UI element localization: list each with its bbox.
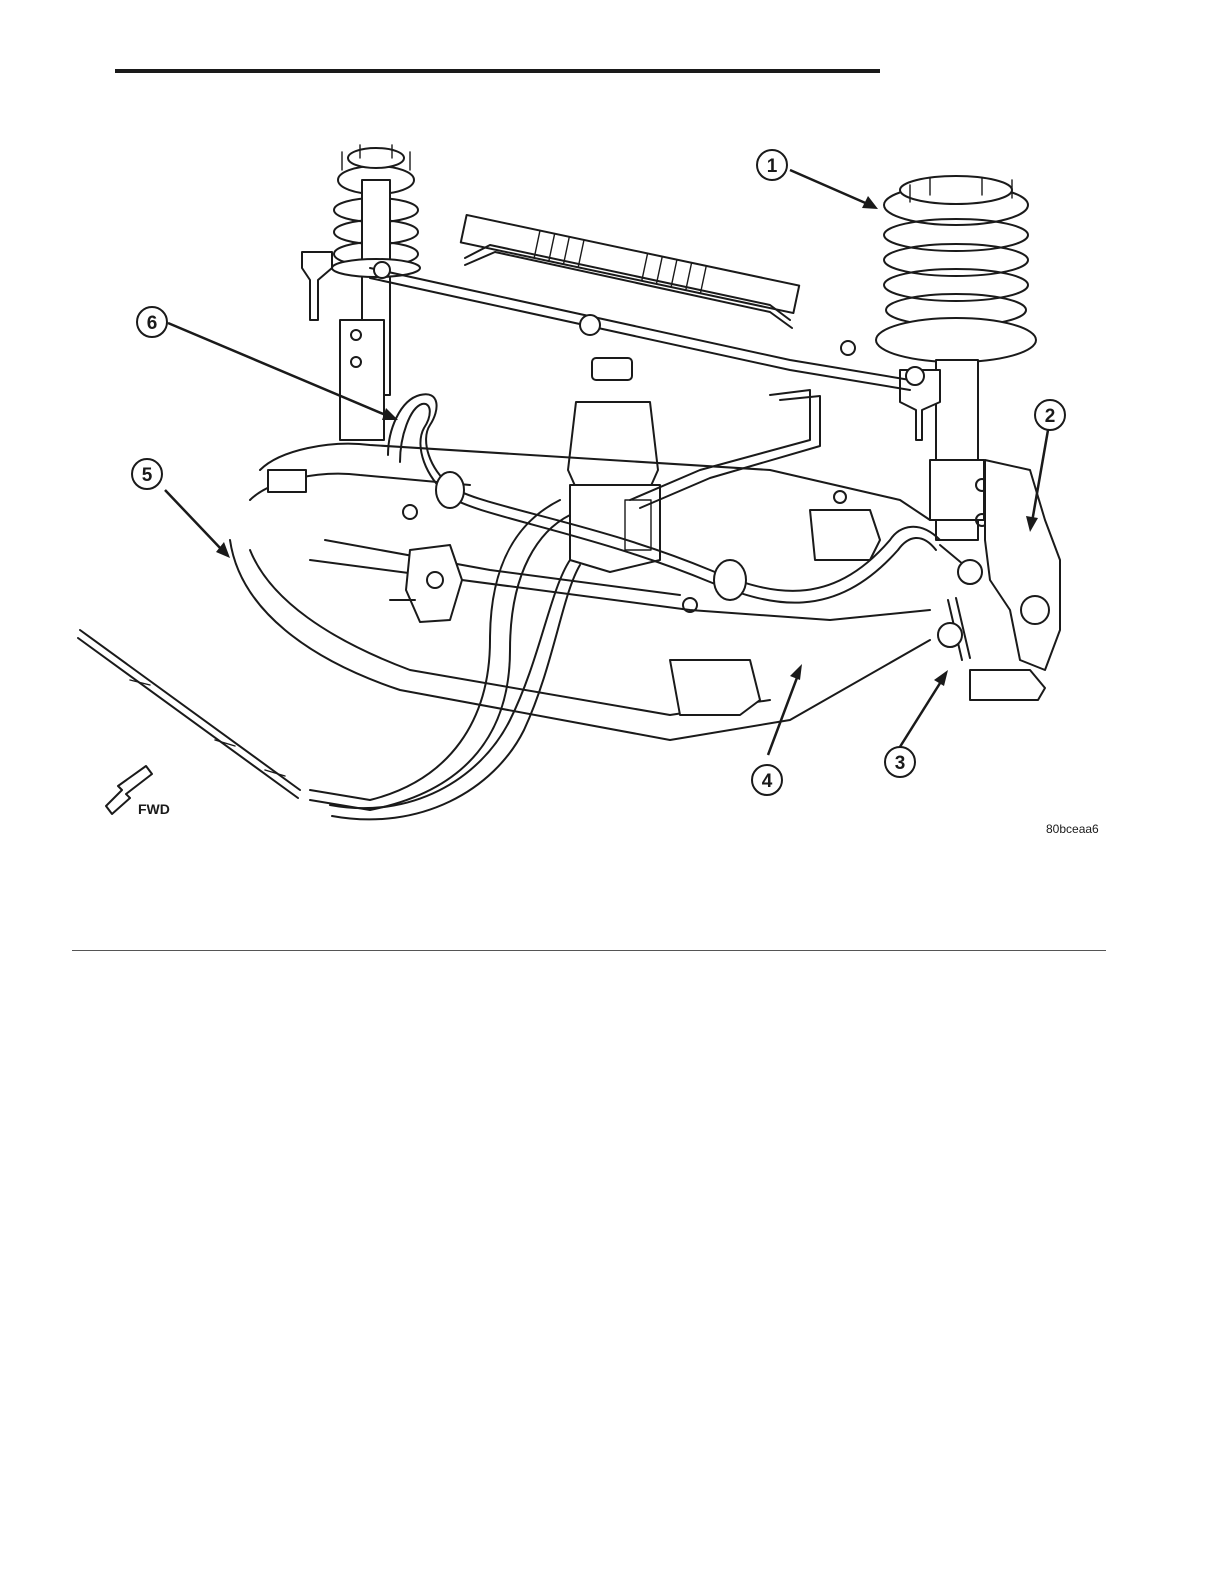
front-suspension-illustration: 1 2 3 4 5 6 FWD 80bceaa6 <box>70 140 1110 840</box>
callout-1: 1 <box>757 150 787 180</box>
left-strut-assembly <box>302 145 420 440</box>
callout-3: 3 <box>885 747 915 777</box>
callout-1-label: 1 <box>767 156 778 177</box>
figure-code: 80bceaa6 <box>1046 822 1099 836</box>
fwd-label: FWD <box>138 801 170 817</box>
steering-gear <box>370 215 924 390</box>
header-rule <box>115 69 880 73</box>
right-strut-assembly <box>876 176 1060 700</box>
callout-5: 5 <box>132 459 162 489</box>
lower-control-arm <box>390 545 462 622</box>
footer-rule <box>72 950 1106 951</box>
callout-6: 6 <box>137 307 167 337</box>
callout-3-label: 3 <box>895 753 906 774</box>
callout-2: 2 <box>1035 400 1065 430</box>
callout-4-label: 4 <box>762 771 773 792</box>
suspension-drawing: 1 2 3 4 5 6 FWD 80bceaa6 <box>70 140 1110 840</box>
stabilizer-link <box>938 598 970 660</box>
callout-6-label: 6 <box>147 313 158 334</box>
callout-5-label: 5 <box>142 465 153 486</box>
power-steering-reservoir <box>568 358 660 572</box>
callout-4: 4 <box>752 765 782 795</box>
callout-2-label: 2 <box>1045 406 1056 427</box>
